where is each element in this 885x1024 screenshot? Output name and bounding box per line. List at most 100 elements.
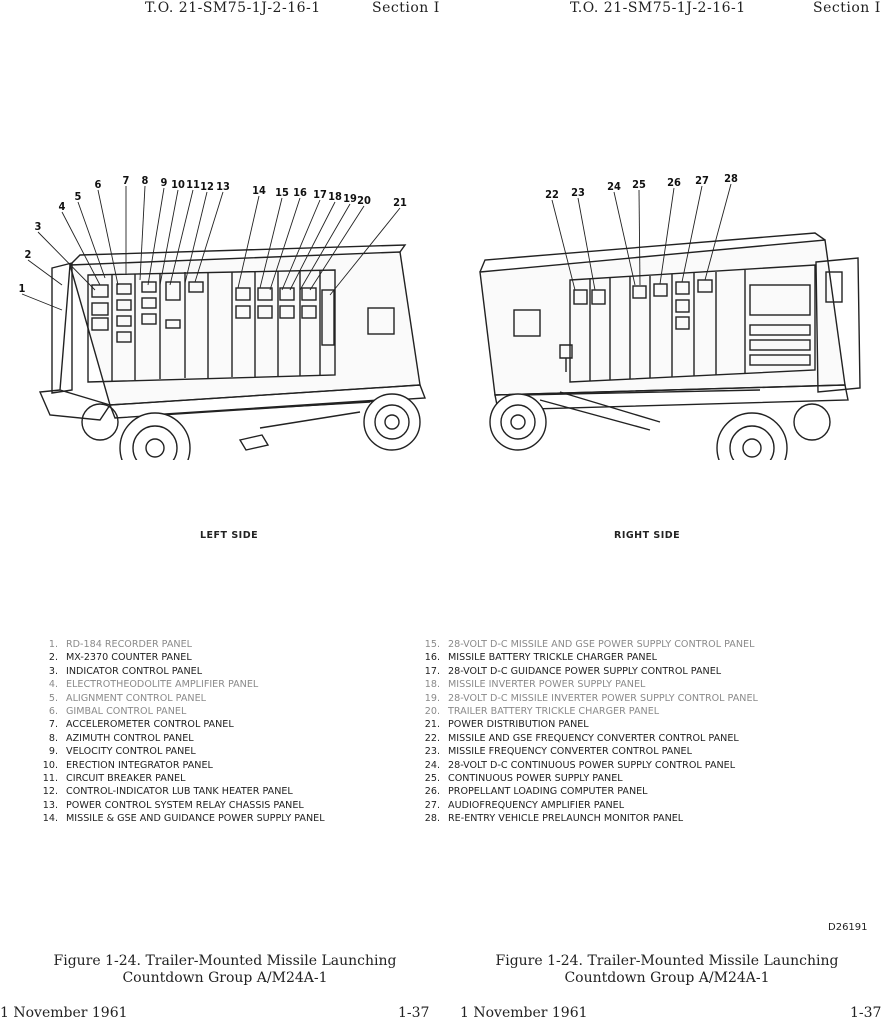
- callout-number: 18: [328, 190, 342, 203]
- left-trailer-drawing: [38, 244, 426, 460]
- callout-number: 23: [571, 186, 585, 199]
- callout-number: 15: [275, 186, 289, 199]
- right-side-label: RIGHT SIDE: [614, 530, 681, 541]
- right-trailer-drawing: [479, 232, 861, 460]
- legend-item-text: CONTROL-INDICATOR LUB TANK HEATER PANEL: [66, 786, 293, 798]
- legend-item-number: 13.: [42, 799, 58, 811]
- legend-column-right: 15.28-VOLT D-C MISSILE AND GSE POWER SUP…: [414, 638, 758, 826]
- legend-item-number: 19.: [424, 692, 440, 704]
- footer-date-left: 1 November 1961: [0, 1005, 128, 1021]
- legend-item: 10.ERECTION INTEGRATOR PANEL: [32, 759, 325, 772]
- callout-number: 9: [161, 176, 168, 189]
- legend-item-text: 28-VOLT D-C CONTINUOUS POWER SUPPLY CONT…: [448, 759, 736, 771]
- legend-item-number: 17.: [424, 665, 440, 677]
- header-to-number-left: T.O. 21-SM75-1J-2-16-1: [145, 0, 321, 16]
- legend-item-text: AUDIOFREQUENCY AMPLIFIER PANEL: [448, 799, 625, 811]
- callout-leader-line: [289, 201, 336, 291]
- callout-number: 19: [343, 192, 357, 205]
- callout-leader-line: [194, 191, 224, 283]
- legend-item: 21.POWER DISTRIBUTION PANEL: [414, 718, 758, 731]
- footer-page-right: 1-37: [850, 1005, 882, 1021]
- callout-number: 2: [25, 248, 32, 261]
- legend-item-text: RD-184 RECORDER PANEL: [66, 639, 193, 650]
- legend-item-number: 23.: [424, 746, 440, 758]
- legend-item-text: GIMBAL CONTROL PANEL: [66, 706, 187, 718]
- callout-leader-line: [21, 293, 63, 311]
- legend-item-text: POWER CONTROL SYSTEM RELAY CHASSIS PANEL: [66, 799, 304, 811]
- legend-item-number: 15.: [424, 639, 440, 650]
- callout-number: 11: [186, 178, 200, 191]
- legend-item: 14.MISSILE & GSE AND GUIDANCE POWER SUPP…: [32, 812, 325, 825]
- legend-item-text: CONTINUOUS POWER SUPPLY PANEL: [448, 773, 623, 785]
- callout-leader-line: [299, 203, 351, 291]
- legend-item-text: ELECTROTHEODOLITE AMPLIFIER PANEL: [66, 679, 259, 691]
- legend-item-text: VELOCITY CONTROL PANEL: [66, 746, 196, 758]
- callout-leader-line: [147, 187, 165, 286]
- legend-item-text: TRAILER BATTERY TRICKLE CHARGER PANEL: [448, 706, 660, 718]
- callout-leader-line: [681, 185, 703, 283]
- legend-item: 24.28-VOLT D-C CONTINUOUS POWER SUPPLY C…: [414, 759, 758, 772]
- legend-item: 16.MISSILE BATTERY TRICKLE CHARGER PANEL: [414, 651, 758, 664]
- legend-item-number: 7.: [48, 719, 58, 731]
- callout-number: 20: [357, 194, 371, 207]
- legend-item: 9.VELOCITY CONTROL PANEL: [32, 745, 325, 758]
- callout-leader-line: [27, 259, 63, 286]
- header-to-number-right: T.O. 21-SM75-1J-2-16-1: [570, 0, 746, 16]
- legend-item: 6.GIMBAL CONTROL PANEL: [32, 705, 325, 718]
- callout-number: 26: [667, 176, 681, 189]
- callout-number: 14: [252, 184, 266, 197]
- legend-item-number: 18.: [424, 679, 440, 691]
- legend-item-text: MX-2370 COUNTER PANEL: [66, 652, 192, 664]
- legend-item: 28.RE-ENTRY VEHICLE PRELAUNCH MONITOR PA…: [414, 812, 758, 825]
- caption-left-line2: Countdown Group A/M24A-1: [122, 970, 328, 986]
- legend-item: 18. MISSILE INVERTER POWER SUPPLY PANEL: [414, 678, 758, 691]
- legend-item-number: 10.: [42, 759, 58, 771]
- legend-item-text: MISSILE INVERTER POWER SUPPLY PANEL: [448, 679, 646, 691]
- callout-number: 28: [724, 172, 738, 185]
- callout-number: 24: [607, 180, 621, 193]
- legend-item-text: CIRCUIT BREAKER PANEL: [66, 773, 186, 785]
- legend-item: 25.CONTINUOUS POWER SUPPLY PANEL: [414, 772, 758, 785]
- legend-item: 12.CONTROL-INDICATOR LUB TANK HEATER PAN…: [32, 785, 325, 798]
- legend-item-number: 20.: [424, 706, 440, 718]
- legend-item: 20. TRAILER BATTERY TRICKLE CHARGER PANEL: [414, 705, 758, 718]
- legend-item: 1.RD-184 RECORDER PANEL: [32, 638, 325, 651]
- callout-leader-line: [159, 189, 179, 286]
- legend-item: 7. ACCELEROMETER CONTROL PANEL: [32, 718, 325, 731]
- legend-item-number: 3.: [48, 665, 58, 677]
- callout-number: 16: [293, 186, 307, 199]
- legend-item-text: 28-VOLT D-C GUIDANCE POWER SUPPLY CONTRO…: [448, 665, 722, 677]
- legend-item-text: ACCELEROMETER CONTROL PANEL: [66, 719, 234, 731]
- drawing-code: D26191: [828, 922, 868, 933]
- callout-number: 17: [313, 188, 327, 201]
- callout-leader-line: [139, 185, 146, 281]
- callout-leader-line: [659, 187, 675, 285]
- caption-right-line1: Figure 1-24. Trailer-Mounted Missile Lau…: [495, 953, 839, 969]
- callout-leader-line: [169, 189, 194, 286]
- callout-leader-line: [61, 211, 101, 286]
- callout-number: 21: [393, 196, 407, 209]
- legend-item-text: POWER DISTRIBUTION PANEL: [448, 719, 589, 731]
- legend-item-number: 11.: [42, 773, 58, 785]
- callout-number: 1: [19, 282, 26, 295]
- callout-leader-line: [704, 183, 732, 281]
- legend-item: 15.28-VOLT D-C MISSILE AND GSE POWER SUP…: [414, 638, 758, 651]
- callout-leader-line: [237, 195, 260, 289]
- legend-item: 2. MX-2370 COUNTER PANEL: [32, 651, 325, 664]
- callout-leader-line: [77, 201, 106, 279]
- callout-leader-line: [97, 189, 119, 286]
- left-side-label: LEFT SIDE: [200, 530, 259, 541]
- callout-number: 13: [216, 180, 230, 193]
- legend-item-number: 2.: [48, 652, 58, 664]
- callout-leader-line: [329, 207, 401, 296]
- legend-item: 5.ALIGNMENT CONTROL PANEL: [32, 692, 325, 705]
- callout-leader-line: [309, 205, 365, 291]
- legend-item-text: RE-ENTRY VEHICLE PRELAUNCH MONITOR PANEL: [448, 813, 684, 825]
- callout-number: 3: [35, 220, 42, 233]
- callout-number: 6: [95, 178, 102, 191]
- header-section-right: Section I: [813, 0, 881, 16]
- legend-item-number: 5.: [48, 692, 58, 704]
